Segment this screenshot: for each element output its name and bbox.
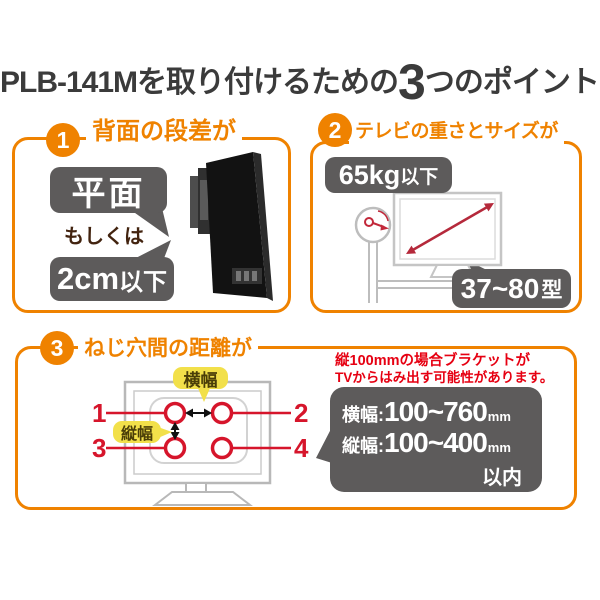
step-limit-value: 2cm	[56, 261, 120, 296]
weight-limit-suffix: 以下	[400, 166, 439, 188]
spec-height-unit: mm	[487, 440, 511, 455]
bracket-note-line1: 縦100mmの場合ブラケットが	[335, 353, 530, 369]
spec-width-value: 100~760	[384, 396, 488, 427]
step-limit-suffix: 以下	[119, 268, 168, 296]
scale-icon	[354, 206, 498, 303]
point-2-heading: テレビの重さとサイズが	[349, 119, 564, 145]
size-range-suffix: 型	[541, 278, 563, 302]
hole-number-2: 2	[294, 398, 309, 428]
point-1-number: 1	[56, 126, 70, 153]
page-title: PLB-141Mを取り付けるための3つのポイント	[0, 54, 600, 110]
width-label-text: 横幅	[183, 370, 218, 390]
flat-surface-label: 平面	[71, 174, 146, 213]
title-model: PLB-141M	[0, 66, 138, 99]
tv-side-photo	[190, 152, 273, 301]
spec-height-value: 100~400	[384, 427, 488, 458]
hole-number-1: 1	[92, 398, 107, 428]
height-label-text: 縦幅	[120, 426, 153, 443]
or-text: もしくは	[64, 226, 144, 248]
spec-height-label: 縦幅:	[342, 436, 384, 456]
weight-limit-value: 65kg	[338, 159, 401, 190]
spec-width-label: 横幅:	[342, 405, 384, 425]
hole-number-3: 3	[92, 433, 107, 463]
point-2-badge: 2	[318, 113, 352, 147]
width-label: 横幅	[173, 367, 228, 390]
hole-number-4: 4	[294, 433, 309, 463]
flat-surface-bubble: 平面	[50, 167, 167, 213]
point-3-badge: 3	[40, 331, 74, 365]
tv-size-diagram	[392, 191, 503, 278]
spec-width-unit: mm	[487, 409, 511, 424]
bracket-note-line2: TVからはみ出す可能性があります。	[335, 370, 554, 385]
point-3-box	[15, 346, 577, 510]
point-3-number: 3	[50, 334, 64, 361]
point-1-badge: 1	[46, 123, 80, 157]
size-range-value: 37~80	[460, 272, 540, 304]
point-3-heading: ねじ穴間の距離が	[78, 335, 258, 362]
title-count: 3	[398, 54, 426, 110]
title-suffix: つのポイント	[424, 66, 600, 99]
height-label: 縦幅	[113, 421, 161, 443]
title-middle: を取り付けるための	[137, 66, 399, 99]
spec-within-label: 以内	[482, 467, 522, 489]
point-2-number: 2	[328, 116, 342, 143]
point-1-heading: 背面の段差が	[86, 117, 242, 147]
